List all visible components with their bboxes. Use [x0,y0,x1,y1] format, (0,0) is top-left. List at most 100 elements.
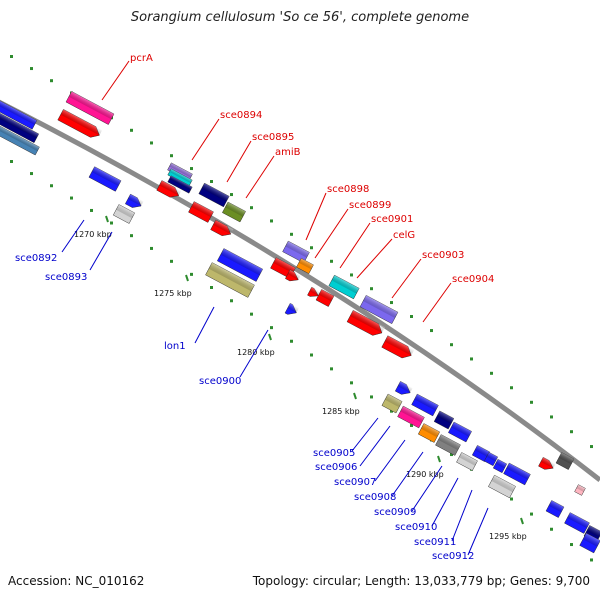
gene-highlight [169,168,193,184]
tick-mark [353,392,357,400]
outer-ring-dot [450,343,453,347]
gene-highlight [558,452,574,465]
gene-label-sce0912: sce0912 [432,551,474,562]
gene-highlight [459,452,478,466]
outer-ring-dot [10,55,13,58]
inner-ring-dot [250,312,253,316]
outer-ring-dot [550,415,553,419]
inner-ring-dot [550,527,553,531]
outer-ring-dot [330,259,333,263]
gene-label-sce0900: sce0900 [199,376,241,387]
inner-ring-dot [290,339,293,343]
inner-ring-dot [190,272,193,276]
gene-label-sce0911: sce0911 [414,537,456,548]
outer-ring-dots [10,55,593,449]
outer-ring-dot [190,167,193,171]
outer-ring-dot [430,329,433,333]
outer-ring-dot [410,315,413,318]
gene-label-sce0910: sce0910 [395,522,437,533]
gene-highlight [201,183,230,202]
gene-highlight [273,257,296,274]
gene-label-sce0906: sce0906 [315,462,357,473]
gene-label-sce0895: sce0895 [252,132,294,143]
outer-ring-dot [310,246,313,250]
gene-highlight [91,166,122,187]
gene-label-celg: celG [393,230,415,241]
inner-ring-dot [30,172,33,176]
gene-highlight [68,91,115,120]
gene-highlight [0,100,37,125]
gene-highlight [309,287,321,296]
gene-highlight [287,303,299,313]
leader-line [359,425,391,467]
gene-highlight [540,457,556,469]
tick-label-1270-kbp: 1270 kbp [74,230,112,239]
leader-line [411,465,443,512]
outer-ring-dot [250,206,253,210]
gene-label-pcra: pcrA [130,53,153,64]
leader-line [89,231,113,271]
gene-label-sce0908: sce0908 [354,492,396,503]
gene-highlight [414,394,439,411]
outer-ring-dot [210,180,213,183]
tick-mark [268,333,272,341]
leader-line [194,306,215,344]
leader-line [239,329,269,378]
gene-highlight [486,452,498,462]
gene-label-lon1: lon1 [164,341,186,352]
gene-highlight [451,422,472,437]
gene-highlight [127,194,144,207]
inner-ring-dots [10,160,593,562]
gene-highlight [159,180,182,196]
inner-ring-dot [50,184,53,188]
tick-label-1295-kbp: 1295 kbp [489,532,527,541]
inner-ring-dot [210,286,213,289]
gene-highlight [576,484,586,492]
inner-ring-dot [270,326,273,330]
gene-highlight [436,410,454,424]
gene-highlight [287,269,301,280]
tick-mark [437,455,441,463]
tick-label-1280-kbp: 1280 kbp [237,348,275,357]
inner-ring-dot [390,409,393,413]
gene-highlight [225,202,246,217]
gene-highlight [318,289,334,302]
inner-ring-dot [70,196,73,200]
gene-highlight [363,295,398,318]
genome-backbone [0,99,600,482]
gene-highlight [582,533,600,547]
outer-ring-dot [350,273,353,277]
leader-line [422,282,452,323]
outer-ring-dot [170,154,173,158]
inner-ring-dot [370,395,373,399]
outer-ring-dot [290,232,293,236]
inner-ring-dot [510,497,513,501]
gene-highlight [285,241,310,258]
gene-highlight [421,423,440,438]
leader-line [314,208,349,259]
outer-ring-dot [390,301,393,305]
inner-ring-dot [110,221,113,225]
leader-line [339,222,371,269]
inner-ring-dot [130,234,133,238]
inner-ring-dot [350,381,353,385]
tick-label-1275-kbp: 1275 kbp [154,289,192,298]
gene-features [0,91,600,554]
leader-line [356,238,393,279]
accession-label: Accession: NC_010162 [8,574,145,588]
inner-ring-dot [230,299,233,303]
gene-highlight [384,335,415,356]
gene-highlight [400,406,425,423]
outer-ring-dot [570,430,573,434]
gene-label-sce0905: sce0905 [313,448,355,459]
outer-ring-dot [590,445,593,449]
leader-line [226,140,252,183]
leader-line [374,439,406,482]
leader-line [351,417,379,452]
outer-ring-dot [470,357,473,361]
inner-ring-dot [170,259,173,263]
gene-highlight [169,162,193,178]
gene-highlight [191,201,214,218]
